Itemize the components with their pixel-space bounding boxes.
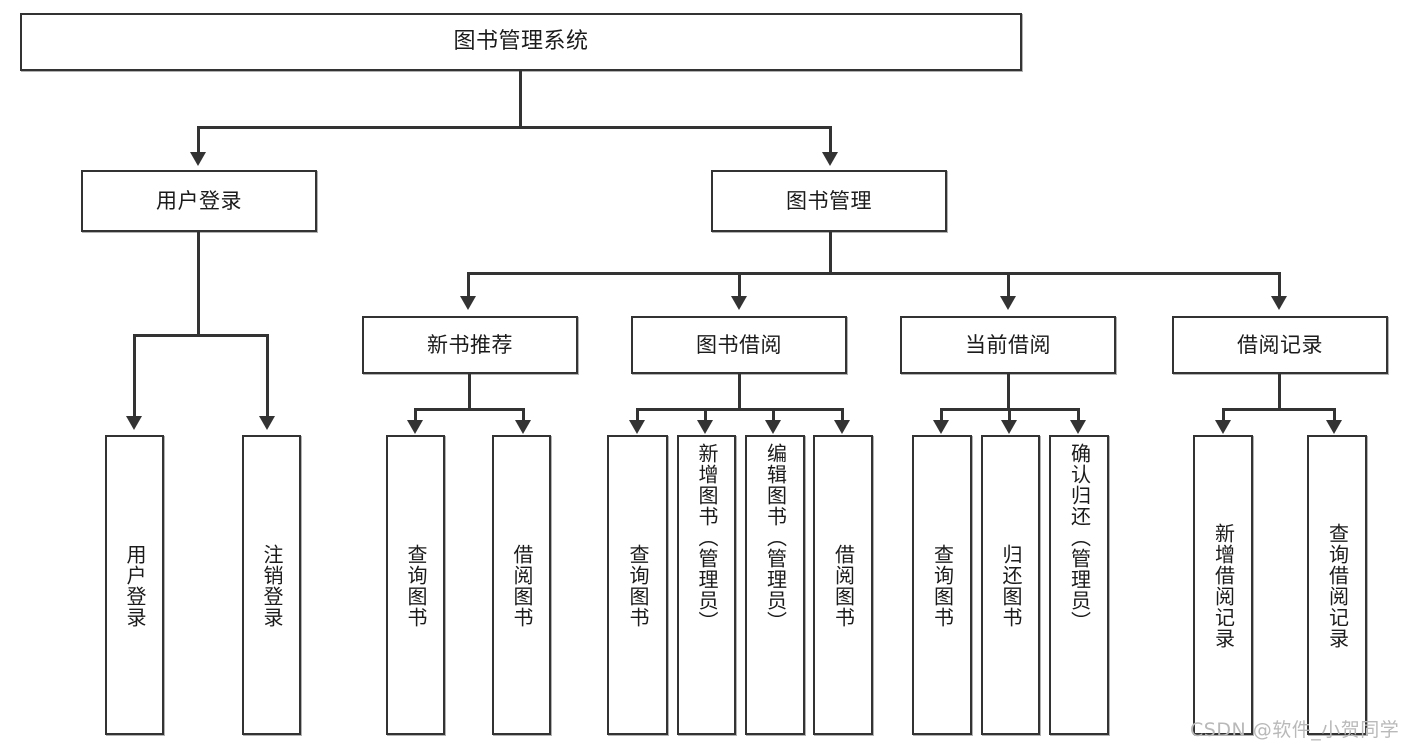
node-label: 确认归还（管理员） [1067,443,1092,632]
arrowhead-leaf-add-record [1215,420,1231,434]
node-label: 借阅记录 [1237,332,1323,357]
node-label: 新增借阅记录 [1211,523,1236,649]
connector-drop-leaf-query-record [1333,408,1336,423]
node-root-system[interactable]: 图书管理系统 [20,13,1022,71]
connector-drop-book-borrow [738,272,741,298]
connector-level2-bus [197,126,832,129]
node-current-borrow[interactable]: 当前借阅 [900,316,1116,374]
connector-new-book-recommend-stem [468,374,471,410]
arrowhead-leaf-query-book-2 [629,420,645,434]
connector-drop-leaf-add-book [704,408,707,423]
arrowhead-leaf-logout-login [259,416,275,430]
arrowhead-current-borrow [1000,296,1016,310]
connector-user-login-bus [133,334,269,337]
arrowhead-book-borrow [731,296,747,310]
connector-drop-user-login [197,126,200,154]
connector-drop-leaf-query-book-3 [940,408,943,423]
connector-drop-leaf-query-book-1 [414,408,417,423]
connector-drop-book-manage [829,126,832,154]
connector-user-login-stem [197,232,200,336]
leaf-add-book[interactable]: 新增图书（管理员） [677,435,736,735]
arrowhead-leaf-query-record [1326,420,1342,434]
node-book-borrow[interactable]: 图书借阅 [631,316,847,374]
arrowhead-leaf-borrow-book-2 [834,420,850,434]
arrowhead-leaf-confirm-return [1070,420,1086,434]
node-label: 图书管理系统 [453,29,589,55]
node-user-login[interactable]: 用户登录 [81,170,317,232]
node-label: 编辑图书（管理员） [763,443,788,632]
connector-drop-leaf-logout-login [266,334,269,418]
node-label: 用户登录 [123,544,147,628]
arrowhead-user-login [190,152,206,166]
connector-drop-current-borrow [1007,272,1010,298]
connector-new-book-recommend-bus [414,408,525,411]
connector-drop-leaf-borrow-book-2 [841,408,844,423]
connector-borrow-record-bus [1222,408,1336,411]
connector-level3-bus [467,272,1281,275]
node-label: 归还图书 [999,544,1023,628]
arrowhead-leaf-borrow-book-1 [515,420,531,434]
connector-drop-leaf-add-record [1222,408,1225,423]
arrowhead-leaf-query-book-3 [933,420,949,434]
node-label: 当前借阅 [965,332,1051,357]
leaf-query-book-borrow[interactable]: 查询图书 [607,435,668,735]
node-borrow-record[interactable]: 借阅记录 [1172,316,1388,374]
node-label: 借阅图书 [831,544,856,628]
node-label: 新增图书（管理员） [695,443,719,632]
node-label: 注销登录 [260,544,284,628]
leaf-query-borrow-record[interactable]: 查询借阅记录 [1307,435,1367,735]
connector-drop-leaf-edit-book [772,408,775,423]
connector-borrow-record-stem [1278,374,1281,410]
node-book-manage[interactable]: 图书管理 [711,170,947,232]
arrowhead-new-book-recommend [460,296,476,310]
leaf-return-book[interactable]: 归还图书 [981,435,1040,735]
leaf-add-borrow-record[interactable]: 新增借阅记录 [1193,435,1253,735]
leaf-confirm-return[interactable]: 确认归还（管理员） [1049,435,1109,735]
connector-current-borrow-stem [1007,374,1010,410]
node-label: 查询图书 [930,544,955,628]
leaf-borrow-book-recommend[interactable]: 借阅图书 [492,435,551,735]
arrowhead-leaf-query-book-1 [407,420,423,434]
leaf-query-book-recommend[interactable]: 查询图书 [386,435,445,735]
leaf-borrow-book-borrow[interactable]: 借阅图书 [813,435,873,735]
leaf-query-book-current[interactable]: 查询图书 [912,435,972,735]
arrowhead-book-manage [822,152,838,166]
connector-drop-leaf-query-book-2 [636,408,639,423]
node-label: 查询图书 [626,544,650,628]
node-new-book-recommend[interactable]: 新书推荐 [362,316,578,374]
arrowhead-leaf-return-book [1001,420,1017,434]
connector-drop-borrow-record [1278,272,1281,298]
arrowhead-borrow-record [1271,296,1287,310]
node-label: 图书管理 [786,188,872,213]
arrowhead-leaf-add-book [697,420,713,434]
connector-book-borrow-stem [738,374,741,410]
arrowhead-leaf-user-login [126,416,142,430]
node-label: 图书借阅 [696,332,782,357]
leaf-edit-book[interactable]: 编辑图书（管理员） [745,435,805,735]
node-label: 用户登录 [156,188,242,213]
connector-book-borrow-bus [636,408,844,411]
leaf-user-login[interactable]: 用户登录 [105,435,164,735]
connector-drop-leaf-borrow-book-1 [522,408,525,423]
connector-drop-leaf-user-login [133,334,136,418]
connector-root-stem [519,71,522,128]
connector-drop-leaf-confirm-return [1077,408,1080,423]
leaf-logout-login[interactable]: 注销登录 [242,435,301,735]
node-label: 查询图书 [404,544,428,628]
node-label: 借阅图书 [510,544,534,628]
connector-book-manage-stem [829,232,832,274]
connector-drop-leaf-return-book [1008,408,1011,423]
node-label: 查询借阅记录 [1325,523,1350,649]
node-label: 新书推荐 [427,332,513,357]
arrowhead-leaf-edit-book [765,420,781,434]
connector-drop-new-book-recommend [467,272,470,298]
